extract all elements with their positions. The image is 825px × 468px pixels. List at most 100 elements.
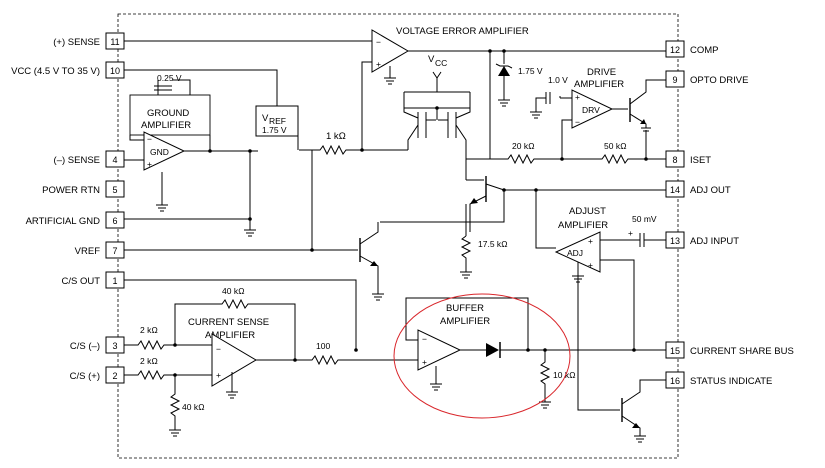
- resistor-1k: 1 kΩ: [299, 131, 408, 156]
- vref-v-label: V: [262, 113, 269, 124]
- buffer-amplifier: BUFFER AMPLIFIER − + 10 kΩ: [393, 293, 666, 419]
- pin-16-number: 16: [670, 376, 680, 386]
- pin-3-label: C/S (–): [70, 341, 100, 352]
- pin-11-label: (+) SENSE: [53, 37, 100, 48]
- pin-9-label: OPTO DRIVE: [690, 75, 748, 86]
- svg-text:−: −: [376, 37, 381, 47]
- buffer-amp-label-1: BUFFER: [446, 303, 484, 314]
- resistor-17-5k-label: 17.5 kΩ: [478, 239, 508, 249]
- pin-8: 8 ISET: [665, 150, 711, 168]
- v10-label: 1.0 V: [548, 75, 568, 85]
- pin-7-label: VREF: [75, 246, 101, 257]
- resistor-40k-top-label: 40 kΩ: [222, 286, 245, 296]
- current-sense-label-2: AMPLIFIER: [205, 330, 255, 341]
- pin-11-number: 11: [110, 37, 119, 47]
- zener-diode: 1.75 V: [495, 49, 543, 107]
- resistor-2k-a-label: 2 kΩ: [140, 325, 158, 335]
- svg-text:+: +: [376, 59, 381, 69]
- 50mv-label: 50 mV: [632, 214, 657, 224]
- pin-5-number: 5: [112, 185, 117, 195]
- pin-10-number: 10: [110, 66, 120, 76]
- pin-14-number: 14: [670, 185, 680, 195]
- voltage-error-amplifier: − + VOLTAGE ERROR AMPLIFIER: [124, 26, 666, 150]
- drive-amp-label-2: AMPLIFIER: [574, 79, 624, 90]
- drive-amp-label-1: DRIVE: [587, 67, 616, 78]
- resistor-50k-label: 50 kΩ: [604, 141, 627, 151]
- diff-pair-transistors: [403, 91, 471, 180]
- vref-transistor: [124, 150, 384, 301]
- resistor-2k-b-label: 2 kΩ: [140, 356, 158, 366]
- pin-11: 11 (+) SENSE: [53, 32, 125, 50]
- pin-5-label: POWER RTN: [42, 185, 100, 196]
- pin-6-label: ARTIFICIAL GND: [26, 216, 101, 227]
- pin-12-label: COMP: [690, 45, 719, 56]
- svg-text:+: +: [628, 228, 633, 238]
- pin-2: 2 C/S (+): [70, 366, 125, 384]
- pin-9: 9 OPTO DRIVE: [665, 70, 748, 88]
- vcc-label: V: [428, 54, 435, 65]
- svg-text:−: −: [422, 334, 427, 344]
- pin-1: 1 C/S OUT: [61, 271, 125, 289]
- status-transistor: [577, 264, 666, 443]
- pin-14: 14 ADJ OUT: [665, 180, 731, 198]
- svg-text:−: −: [216, 344, 221, 354]
- gnd-label: GND: [150, 147, 169, 157]
- pin-4: 4 (–) SENSE: [54, 150, 125, 168]
- svg-text:−: −: [147, 134, 152, 144]
- adj-label: ADJ: [567, 248, 583, 258]
- ground-amplifier: GROUND AMPLIFIER − + GND 0.25 V: [124, 73, 258, 218]
- pin-15-number: 15: [670, 346, 680, 356]
- adjust-amp-label-2: AMPLIFIER: [558, 220, 608, 231]
- drive-amplifier: DRIVE AMPLIFIER + − DRV 1.0 V: [530, 67, 666, 159]
- pin-13-label: ADJ INPUT: [690, 236, 739, 247]
- pin-14-label: ADJ OUT: [690, 185, 731, 196]
- resistor-40k-bottom-label: 40 kΩ: [182, 402, 205, 412]
- cs-out-line: [124, 279, 358, 352]
- pin-7-number: 7: [112, 246, 117, 256]
- resistor-100-label: 100: [316, 341, 330, 351]
- ground-amp-label-1: GROUND: [147, 108, 189, 119]
- pin-16-label: STATUS INDICATE: [690, 376, 772, 387]
- svg-text:+: +: [588, 260, 593, 270]
- drv-label: DRV: [582, 105, 600, 115]
- pin-16: 16 STATUS INDICATE: [665, 371, 772, 389]
- svg-text:+: +: [216, 370, 221, 380]
- pin-10-label: VCC (4.5 V TO 35 V): [11, 66, 100, 77]
- pin-3: 3 C/S (–): [70, 336, 125, 354]
- pin-7: 7 VREF: [75, 241, 125, 259]
- pin-5: 5 POWER RTN: [42, 180, 125, 198]
- resistor-1k-label: 1 kΩ: [326, 131, 346, 142]
- pin-1-number: 1: [112, 276, 117, 286]
- pin-2-label: C/S (+): [70, 371, 100, 382]
- adj-out-transistor: 17.5 kΩ: [380, 176, 666, 279]
- svg-text:+: +: [147, 159, 152, 169]
- pin-9-number: 9: [672, 75, 677, 85]
- vref-sub-label: REF: [269, 116, 286, 126]
- vcc-node: V CC: [428, 54, 447, 92]
- pin-4-number: 4: [112, 155, 117, 165]
- pin-15: 15 CURRENT SHARE BUS: [665, 341, 794, 359]
- pin-8-number: 8: [672, 155, 677, 165]
- ground-amp-label-2: AMPLIFIER: [141, 120, 191, 131]
- vref-block: V REF 1.75 V: [124, 69, 299, 150]
- iset-resistors: 20 kΩ 50 kΩ: [466, 49, 666, 165]
- pin-15-label: CURRENT SHARE BUS: [690, 346, 794, 357]
- voltage-error-amp-label: VOLTAGE ERROR AMPLIFIER: [396, 26, 529, 37]
- v025-label: 0.25 V: [157, 73, 182, 83]
- pin-2-number: 2: [112, 371, 117, 381]
- pin-3-number: 3: [112, 341, 117, 351]
- pin-13: 13 ADJ INPUT: [665, 231, 739, 249]
- pin-1-label: C/S OUT: [61, 276, 100, 287]
- ground-connections: [124, 217, 256, 237]
- svg-text:+: +: [588, 236, 593, 246]
- current-sense-amplifier: 40 kΩ CURRENT SENSE AMPLIFIER − + 100 2 …: [124, 286, 420, 437]
- pin-13-number: 13: [670, 236, 680, 246]
- vcc-sub-label: CC: [435, 58, 447, 68]
- resistor-10k-label: 10 kΩ: [553, 370, 576, 380]
- pin-12: 12 COMP: [665, 40, 719, 58]
- svg-text:−: −: [575, 117, 580, 127]
- svg-text:+: +: [575, 92, 580, 102]
- pin-10: 10 VCC (4.5 V TO 35 V): [11, 61, 125, 79]
- adjust-amplifier: ADJUST AMPLIFIER + + ADJ 50 mV +: [554, 206, 666, 350]
